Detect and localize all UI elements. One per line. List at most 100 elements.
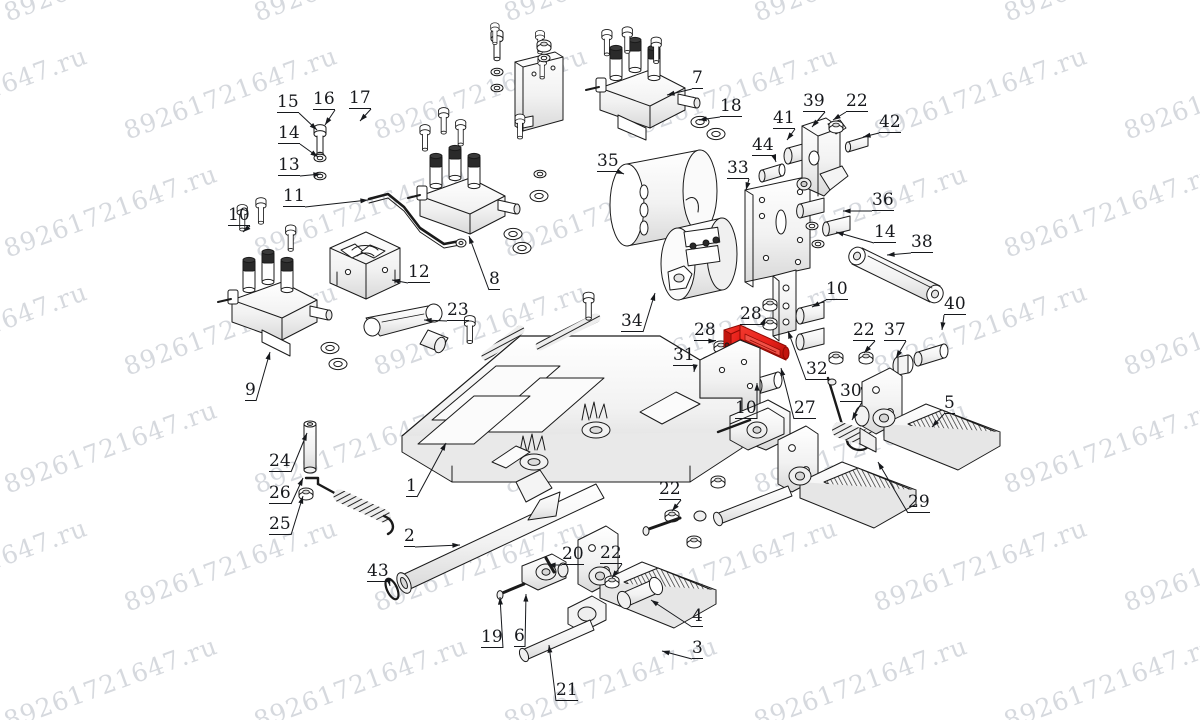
leader-arrow-13	[313, 172, 321, 178]
leader-arrow-18	[699, 116, 707, 122]
leader-arrow-4	[651, 600, 659, 607]
callout-40: 40	[944, 294, 966, 315]
callout-16: 16	[313, 89, 335, 110]
leader-arrow-27	[780, 368, 786, 376]
leader-line-11	[304, 199, 369, 208]
leader-arrow-6	[523, 594, 529, 602]
leader-arrow-14	[310, 150, 318, 157]
leader-arrow-35	[616, 168, 624, 174]
callout-34: 34	[621, 311, 643, 332]
part-38-link-arm	[848, 246, 944, 304]
callout-33: 33	[727, 158, 749, 179]
callout-43: 43	[367, 561, 389, 582]
leader-arrow-34	[650, 293, 656, 301]
leader-arrow-5	[932, 419, 939, 427]
leader-arrow-22b	[672, 503, 679, 511]
callout-10: 10	[228, 205, 250, 226]
leader-arrow-29	[878, 462, 885, 470]
leader-arrow-28b	[760, 318, 766, 326]
part-34-valve-drum	[660, 217, 738, 301]
leader-arrow-3	[662, 650, 670, 656]
callout-20: 20	[562, 544, 584, 565]
leader-arrow-11	[360, 198, 368, 204]
leader-line-19	[499, 596, 504, 649]
callout-38: 38	[911, 232, 933, 253]
leader-arrow-17	[360, 113, 367, 121]
leader-arrow-24	[301, 433, 307, 441]
leader-arrow-36	[843, 208, 851, 214]
part-2-cross-tube	[396, 469, 605, 594]
part-pedal-middle	[716, 407, 917, 529]
part-29-pedal-bracket-right	[859, 427, 877, 453]
part-44-pin	[758, 163, 786, 183]
leader-arrow-16	[325, 117, 332, 125]
leader-arrow-10c	[754, 383, 760, 391]
leader-arrow-9	[265, 352, 271, 360]
leader-arrow-26	[297, 478, 303, 486]
part-21-rod	[518, 619, 595, 663]
leader-arrow-20	[548, 562, 556, 568]
part-36-bolts	[796, 197, 851, 237]
part-7-valve-block	[585, 26, 701, 141]
leader-line-32	[787, 330, 807, 381]
callout-26: 26	[269, 483, 291, 504]
leader-arrow-41	[787, 132, 794, 140]
leader-arrow-30	[852, 412, 858, 420]
leader-arrow-32	[788, 331, 793, 339]
leader-arrow-8	[469, 236, 474, 244]
callout-39: 39	[803, 91, 825, 112]
leader-line-6	[524, 593, 527, 648]
leader-arrow-12	[392, 278, 400, 284]
callout-19: 19	[481, 627, 503, 648]
callout-9: 9	[245, 380, 256, 401]
leader-arrow-1	[440, 443, 446, 451]
leader-arrow-14b	[836, 231, 844, 237]
callout-27: 27	[794, 398, 816, 419]
part-pedal-lower	[567, 525, 717, 633]
leader-arrow-28	[708, 338, 716, 344]
callout-18: 18	[720, 96, 742, 117]
part-19-pin	[496, 582, 526, 600]
part-12-bracket	[329, 231, 401, 300]
callout-22: 22	[600, 543, 622, 564]
callout-28: 28	[694, 320, 716, 341]
leader-arrow-25	[298, 496, 304, 504]
callout-7: 7	[692, 68, 703, 89]
leader-arrow-15	[309, 122, 317, 130]
leader-line-4	[650, 599, 693, 628]
callout-13: 13	[278, 155, 300, 176]
leader-line-29	[877, 461, 909, 514]
callout-32: 32	[806, 359, 828, 380]
leader-arrow-33	[745, 182, 751, 190]
callout-3: 3	[692, 638, 703, 659]
part-17-control-box	[514, 51, 564, 132]
callout-36: 36	[872, 190, 894, 211]
leader-line-21	[548, 644, 557, 702]
leader-arrow-22c	[833, 113, 841, 120]
leader-arrow-10b	[812, 301, 820, 307]
callout-22b: 22	[659, 479, 681, 500]
callout-10b: 10	[826, 279, 848, 300]
callout-2: 2	[404, 526, 415, 547]
leader-arrow-19	[497, 597, 503, 605]
callout-37: 37	[884, 320, 906, 341]
callout-1: 1	[406, 476, 417, 497]
callout-30: 30	[840, 381, 862, 402]
leader-line-9	[255, 351, 271, 402]
callout-29: 29	[908, 492, 930, 513]
callout-22c: 22	[846, 91, 868, 112]
callout-4: 4	[692, 606, 703, 627]
callout-35: 35	[597, 151, 619, 172]
leader-arrow-2	[452, 542, 460, 548]
callout-22d: 22	[853, 320, 875, 341]
callout-44: 44	[752, 135, 774, 156]
part-26-spring	[304, 476, 395, 536]
callout-28b: 28	[740, 304, 762, 325]
callout-6: 6	[514, 626, 525, 647]
leader-line-8	[468, 235, 490, 291]
callout-24: 24	[269, 451, 291, 472]
leader-arrow-37	[896, 350, 903, 358]
